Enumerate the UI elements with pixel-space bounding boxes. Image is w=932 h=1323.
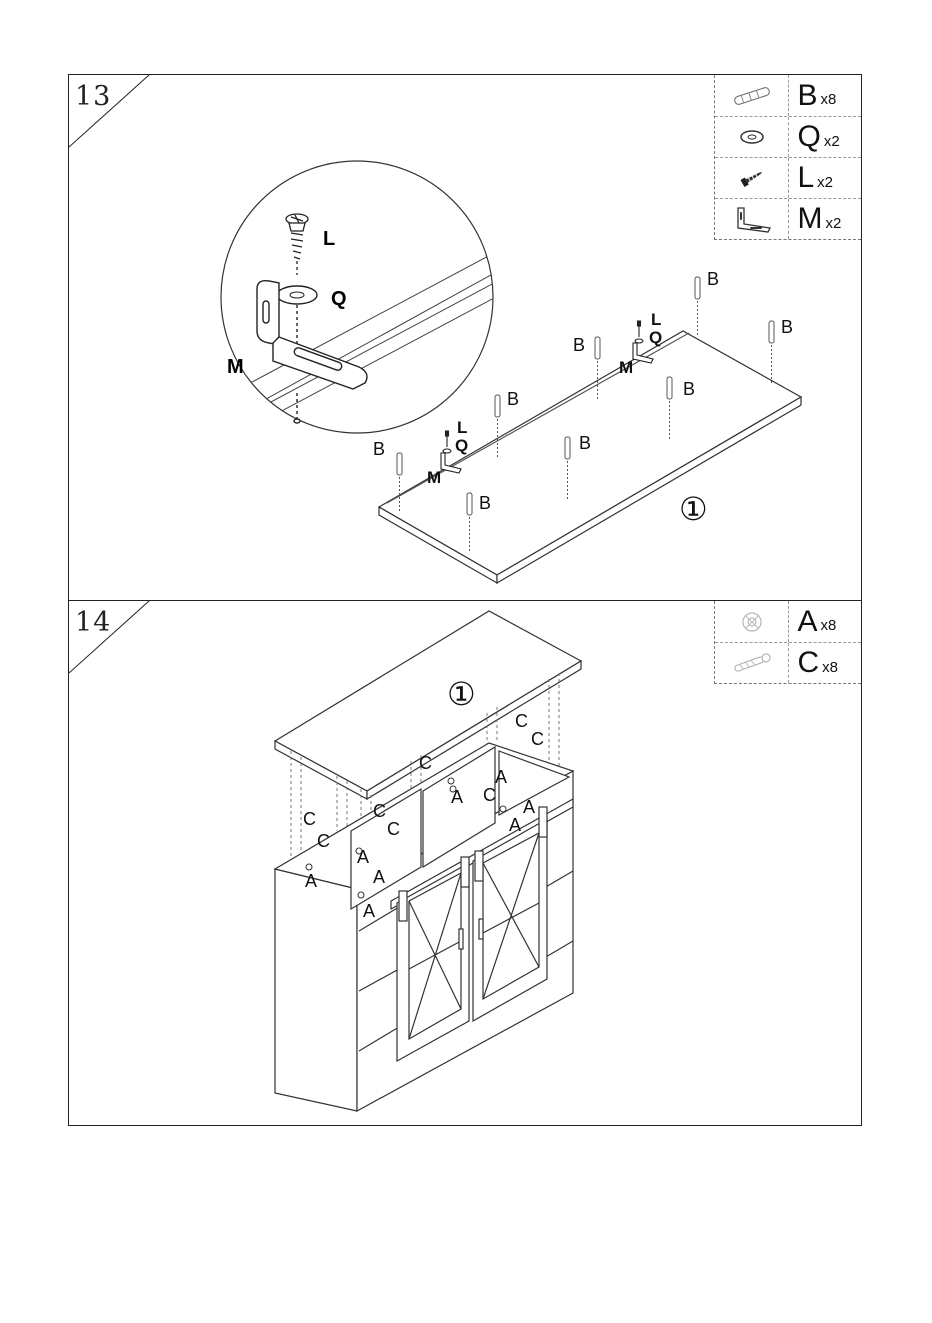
dowel-label-3: B [507,389,519,409]
detail-label-q: Q [331,288,347,310]
panel-number-label-14: ① [447,676,476,712]
board-label-m-2: M [619,358,633,377]
label-c-8: C [531,729,544,749]
dowel-label-8: B [781,317,793,337]
board-label-l-1: L [457,418,467,437]
label-c-1: C [303,809,316,829]
label-a-1: A [305,871,317,891]
dowel-label-5: B [573,335,585,355]
dowel-label-6: B [683,379,695,399]
detail-label-l: L [323,228,335,250]
label-c-7: C [515,711,528,731]
label-a-8: A [523,797,535,817]
step-14-drawing: ① [69,601,863,1127]
label-a-5: A [451,787,463,807]
label-c-3: C [373,801,386,821]
label-a-7: A [509,815,521,835]
label-c-5: C [419,753,432,773]
dowel-label-2: B [479,493,491,513]
detail-label-m: M [227,356,244,378]
label-c-2: C [317,831,330,851]
label-a-6: A [495,767,507,787]
detail-circle: L Q M [199,161,509,455]
board-label-l-2: L [651,310,661,329]
label-c-6: C [483,785,496,805]
label-a-2: A [357,847,369,867]
label-c-4: C [387,819,400,839]
dowel-label-4: B [579,433,591,453]
board-label-q-1: Q [455,436,468,455]
dowel-label-1: B [373,439,385,459]
label-a-4: A [363,901,375,921]
step-13-drawing: L Q M B B B B B B B [69,75,863,602]
panel-number-label-13: ① [679,491,708,527]
dowel-8 [769,321,774,383]
dowel-label-7: B [707,269,719,289]
dowel-7 [695,277,700,337]
board-label-q-2: Q [649,328,662,347]
label-a-3: A [373,867,385,887]
board-label-m-1: M [427,468,441,487]
